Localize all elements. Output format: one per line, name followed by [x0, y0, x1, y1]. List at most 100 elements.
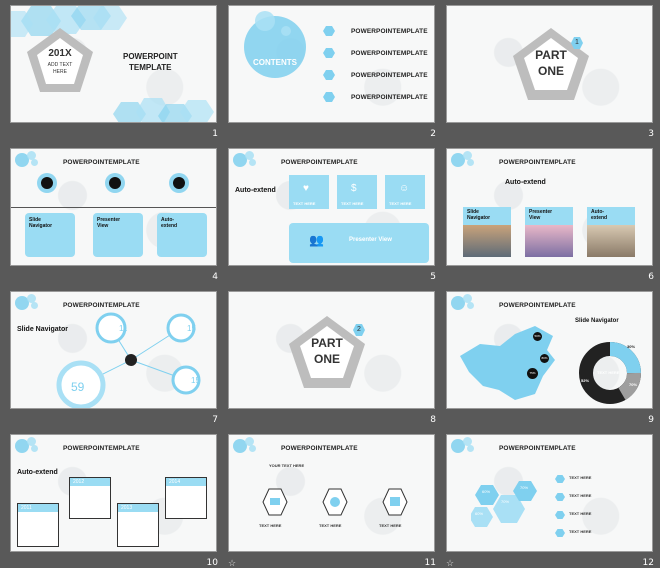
- donut-label: 52%: [581, 378, 590, 383]
- one-label: ONE: [313, 352, 340, 366]
- slide-number: 3: [648, 129, 654, 139]
- part-label: PART: [311, 336, 343, 350]
- section-heading: Auto-extend: [505, 179, 546, 186]
- list-item: POWERPOINTEMPLATE: [351, 72, 428, 79]
- dollar-icon: $: [351, 183, 357, 194]
- slide-number: 10: [206, 558, 218, 568]
- slide-title: POWERPOINTEMPLATE: [499, 445, 576, 452]
- hexagon-cluster-top: [11, 6, 127, 37]
- hexagon-cluster: [471, 481, 537, 527]
- slide-thumbnail-5[interactable]: POWERPOINTEMPLATE Auto-extend ♥ $ ☺ TEXT…: [228, 148, 442, 290]
- list-item: TEXT HERE: [569, 493, 592, 498]
- slide-title: POWERPOINTEMPLATE: [499, 159, 576, 166]
- pentagon-badge: [513, 28, 589, 100]
- china-map: [460, 326, 555, 400]
- hex-value: 60%: [475, 511, 484, 516]
- year-tag: 2011: [21, 505, 32, 511]
- card-title: Slide Navigator: [29, 217, 53, 229]
- part-number-badge: 2: [353, 324, 365, 336]
- slide-number: 1: [212, 129, 218, 139]
- list-item: POWERPOINTEMPLATE: [351, 50, 428, 57]
- icon-label: TEXT HERE: [259, 523, 282, 528]
- donut-chart: [579, 342, 641, 404]
- box-label: TEXT HERE: [389, 201, 412, 206]
- card-title: Auto- extend: [591, 209, 608, 221]
- hexagon-icons: [262, 488, 408, 516]
- slide-thumbnail-7[interactable]: POWERPOINTEMPLATE Slide Navigator 11 15 …: [10, 291, 224, 433]
- users-icon: 👥: [309, 233, 324, 247]
- network-diagram: [56, 312, 201, 408]
- heart-icon: ♥: [303, 183, 309, 194]
- icon-label: TEXT HERE: [319, 523, 342, 528]
- slide-thumbnail-2[interactable]: CONTENTS POWERPOINTEMPLATE POWERPOINTEMP…: [228, 5, 442, 147]
- hexagon-cluster-bottom: [113, 98, 214, 122]
- add-text-1: ADD TEXT: [47, 62, 73, 68]
- contents-label: CONTENTS: [253, 58, 297, 67]
- list-item: POWERPOINTEMPLATE: [351, 28, 428, 35]
- slide-thumbnail-12[interactable]: POWERPOINTEMPLATE 60% 70% 60% 70% TEXT H…: [446, 434, 660, 568]
- hex-value: 70%: [520, 485, 529, 490]
- section-heading: Slide Navigator: [575, 318, 619, 324]
- node-value: 15: [191, 376, 200, 385]
- list-item: POWERPOINTEMPLATE: [351, 94, 428, 101]
- pentagon-badge: [289, 316, 365, 388]
- donut-center-label: TEXT HERE: [597, 370, 620, 375]
- node-value: 11: [119, 324, 128, 333]
- slide-thumbnail-10[interactable]: POWERPOINTEMPLATE Auto-extend 2011 2012 …: [10, 434, 224, 568]
- photo-image: [525, 225, 573, 257]
- slide-number: 9: [648, 415, 654, 425]
- list-item: TEXT HERE: [569, 511, 592, 516]
- slide-title: POWERPOINTEMPLATE: [281, 159, 358, 166]
- donut-label: 30%: [627, 344, 636, 349]
- slide-number: 2: [430, 129, 436, 139]
- card-title: Presenter View: [97, 217, 121, 229]
- top-label: YOUR TEXT HERE: [269, 463, 305, 468]
- map-pin: 75%: [527, 368, 538, 379]
- section-heading: Slide Navigator: [17, 326, 68, 333]
- slide-thumbnail-8[interactable]: PART ONE 2 8: [228, 291, 442, 433]
- section-heading: Auto-extend: [235, 187, 276, 194]
- title-line-2: TEMPLATE: [129, 63, 172, 72]
- node-value: 59: [71, 380, 85, 394]
- map-pin: 80%: [540, 354, 549, 363]
- slide-title: POWERPOINTEMPLATE: [63, 302, 140, 309]
- year-label: 201X: [48, 48, 72, 59]
- box-label: TEXT HERE: [293, 201, 316, 206]
- card-title: Slide Navigator: [467, 209, 491, 221]
- slide-thumbnail-4[interactable]: POWERPOINTEMPLATE Slide Navigator Presen…: [10, 148, 224, 290]
- section-heading: Auto-extend: [17, 469, 58, 476]
- node-value: 15: [187, 324, 196, 333]
- slide-thumbnail-11[interactable]: POWERPOINTEMPLATE YOUR TEXT HERE TEXT HE…: [228, 434, 442, 568]
- year-tag: 2014: [169, 479, 181, 485]
- slide-title: POWERPOINTEMPLATE: [281, 445, 358, 452]
- card-title: Presenter View: [529, 209, 553, 221]
- photo-image: [587, 225, 635, 257]
- box-label: TEXT HERE: [341, 201, 364, 206]
- slide-number: 12: [642, 558, 654, 568]
- slide-number: 4: [212, 272, 218, 282]
- year-tag: 2012: [73, 479, 85, 485]
- icon-label: TEXT HERE: [379, 523, 402, 528]
- map-pin: 50%: [533, 332, 542, 341]
- year-tag: 2013: [121, 505, 133, 511]
- slide-title: POWERPOINTEMPLATE: [63, 445, 140, 452]
- list-item: TEXT HERE: [569, 529, 592, 534]
- add-text-2: HERE: [53, 69, 67, 75]
- slide-number: 7: [212, 415, 218, 425]
- presenter-label: Presenter View: [349, 237, 392, 243]
- slide-number: 8: [430, 415, 436, 425]
- slide-thumbnail-6[interactable]: POWERPOINTEMPLATE Auto-extend Slide Navi…: [446, 148, 660, 290]
- card-title: Auto- extend: [161, 217, 178, 229]
- hex-value: 60%: [482, 489, 491, 494]
- part-number-badge: 1: [571, 37, 583, 49]
- star-icon: ☆: [446, 558, 455, 568]
- slide-number: 5: [430, 272, 436, 282]
- slide-thumbnail-3[interactable]: PART ONE 1 3: [446, 5, 660, 147]
- donut-label: 70%: [629, 382, 638, 387]
- list-item: TEXT HERE: [569, 475, 592, 480]
- slide-thumbnail-9[interactable]: POWERPOINTEMPLATE 50% 80% 75% Slide Navi…: [446, 291, 660, 433]
- smiley-icon: ☺: [399, 183, 410, 194]
- part-label: PART: [535, 48, 567, 62]
- star-icon: ☆: [228, 558, 237, 568]
- slide-thumbnail-1[interactable]: 201X ADD TEXT HERE POWERPOINT TEMPLATE 1: [10, 5, 224, 147]
